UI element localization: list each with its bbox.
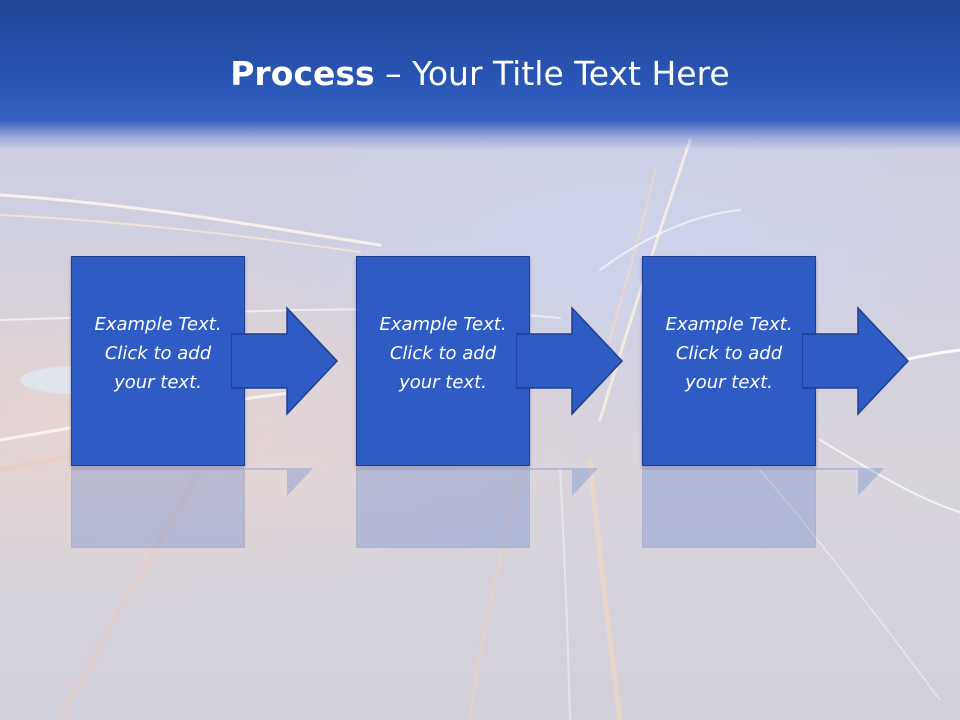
step-text[interactable]: Example Text. Click to add your text.	[642, 310, 816, 397]
process-step-2[interactable]: Example Text. Click to add your text.	[356, 256, 636, 468]
step-text-line-3: your text.	[114, 372, 202, 393]
step-text-line-2: Click to add	[675, 343, 783, 364]
step-box-reflection	[71, 468, 245, 548]
step-text-line-3: your text.	[399, 372, 487, 393]
slide-title-rest: – Your Title Text Here	[374, 54, 730, 93]
right-arrow-icon	[231, 306, 339, 416]
process-step-3[interactable]: Example Text. Click to add your text.	[642, 256, 922, 468]
title-header-bar: Process – Your Title Text Here	[0, 0, 960, 150]
step-text-line-1: Example Text.	[379, 314, 507, 335]
step-reflection	[71, 468, 351, 548]
right-arrow-icon	[802, 306, 910, 416]
step-text[interactable]: Example Text. Click to add your text.	[71, 310, 245, 397]
step-box-reflection	[642, 468, 816, 548]
step-box-reflection	[356, 468, 530, 548]
step-text[interactable]: Example Text. Click to add your text.	[356, 310, 530, 397]
step-text-line-2: Click to add	[104, 343, 212, 364]
step-text-line-1: Example Text.	[665, 314, 793, 335]
step-reflection	[642, 468, 922, 548]
step-reflection	[356, 468, 636, 548]
slide-title-bold: Process	[230, 54, 375, 93]
process-step-1[interactable]: Example Text. Click to add your text.	[71, 256, 351, 468]
slide-title[interactable]: Process – Your Title Text Here	[0, 52, 960, 96]
right-arrow-icon	[516, 306, 624, 416]
right-arrow-reflection-icon	[231, 468, 314, 496]
step-box[interactable]	[71, 256, 245, 466]
step-text-line-3: your text.	[685, 372, 773, 393]
right-arrow-reflection-icon	[516, 468, 599, 496]
step-text-line-1: Example Text.	[94, 314, 222, 335]
right-arrow-reflection-icon	[802, 468, 885, 496]
step-text-line-2: Click to add	[389, 343, 497, 364]
